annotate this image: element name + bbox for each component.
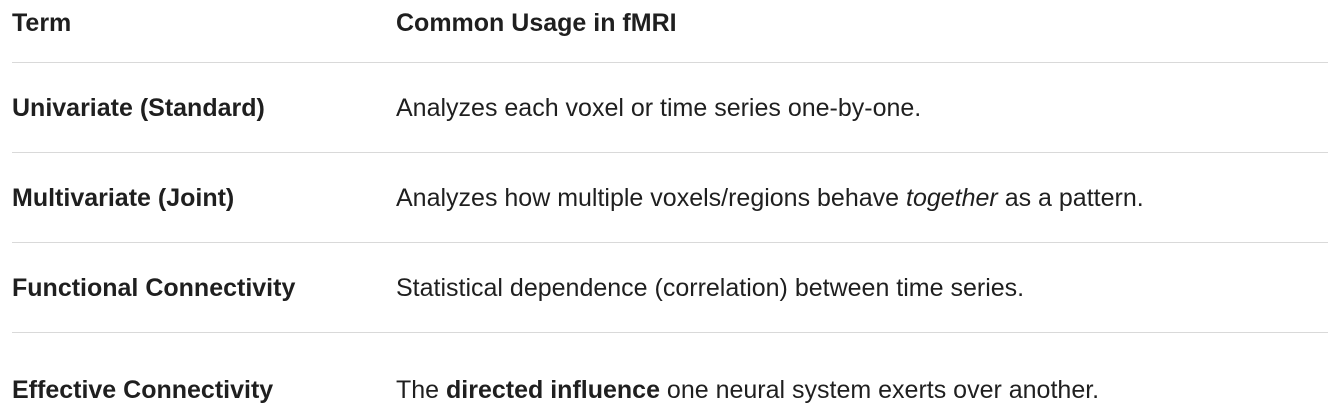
usage-emphasis: together bbox=[906, 183, 998, 212]
table-row: Multivariate (Joint) Analyzes how multip… bbox=[12, 153, 1328, 243]
header-usage: Common Usage in fMRI bbox=[396, 9, 677, 37]
term-cell: Functional Connectivity bbox=[12, 273, 296, 302]
term-cell: Effective Connectivity bbox=[12, 376, 274, 404]
table-header-row: Term Common Usage in fMRI bbox=[12, 0, 1328, 63]
usage-text: The bbox=[396, 376, 447, 404]
terms-table: Term Common Usage in fMRI Univariate (St… bbox=[12, 0, 1328, 413]
usage-cell: Analyzes each voxel or time series one-b… bbox=[396, 93, 922, 122]
usage-text: Analyzes how multiple voxels/regions beh… bbox=[396, 183, 906, 212]
table-row: Effective Connectivity The directed infl… bbox=[12, 333, 1328, 413]
table-row: Univariate (Standard) Analyzes each voxe… bbox=[12, 63, 1328, 153]
usage-strong: directed influence bbox=[446, 376, 660, 404]
usage-cell: The directed influence one neural system… bbox=[396, 375, 1328, 405]
table-row: Functional Connectivity Statistical depe… bbox=[12, 243, 1328, 333]
usage-cell: Statistical dependence (correlation) bet… bbox=[396, 273, 1025, 302]
header-term: Term bbox=[12, 9, 72, 37]
usage-text: as a pattern. bbox=[997, 183, 1144, 212]
term-cell: Multivariate (Joint) bbox=[12, 183, 235, 212]
usage-text: one neural system exerts over another. bbox=[659, 376, 1100, 404]
usage-cell: Analyzes how multiple voxels/regions beh… bbox=[396, 183, 1328, 213]
term-cell: Univariate (Standard) bbox=[12, 93, 265, 122]
